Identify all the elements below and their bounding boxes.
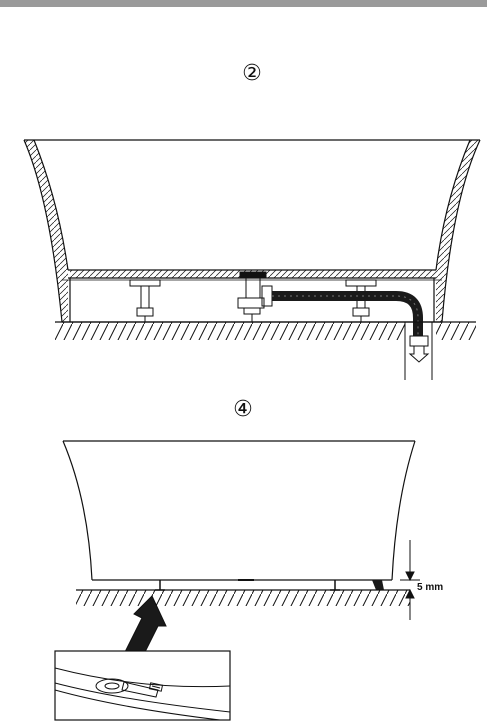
left-wall-hatch (24, 140, 68, 322)
gap-dimension-label: 5 mm (417, 582, 443, 593)
floor-hatch-right (436, 322, 476, 340)
adjustable-foot-left (129, 279, 161, 322)
step-2-figure: ② (23, 61, 481, 380)
drain-valve (237, 271, 273, 322)
foot-marks (155, 579, 340, 591)
drain-hose-stub (372, 580, 384, 590)
floor-drain-pipe (404, 322, 433, 380)
floor-hatch-left (55, 322, 405, 340)
step-4-figure: ④ 5 mm (54, 397, 443, 721)
wrench-icon (95, 678, 164, 698)
bathtub-step-4 (62, 440, 416, 581)
down-arrow-icon (408, 345, 430, 363)
floor-hatch-step-4 (76, 590, 410, 606)
header-bar (0, 0, 487, 7)
step-2-label: ② (242, 61, 262, 86)
right-wall-hatch (436, 140, 480, 322)
step-4-label: ④ (233, 397, 253, 422)
detail-inset (54, 650, 231, 721)
gap-dimension (400, 540, 420, 620)
drain-hose (272, 291, 423, 340)
